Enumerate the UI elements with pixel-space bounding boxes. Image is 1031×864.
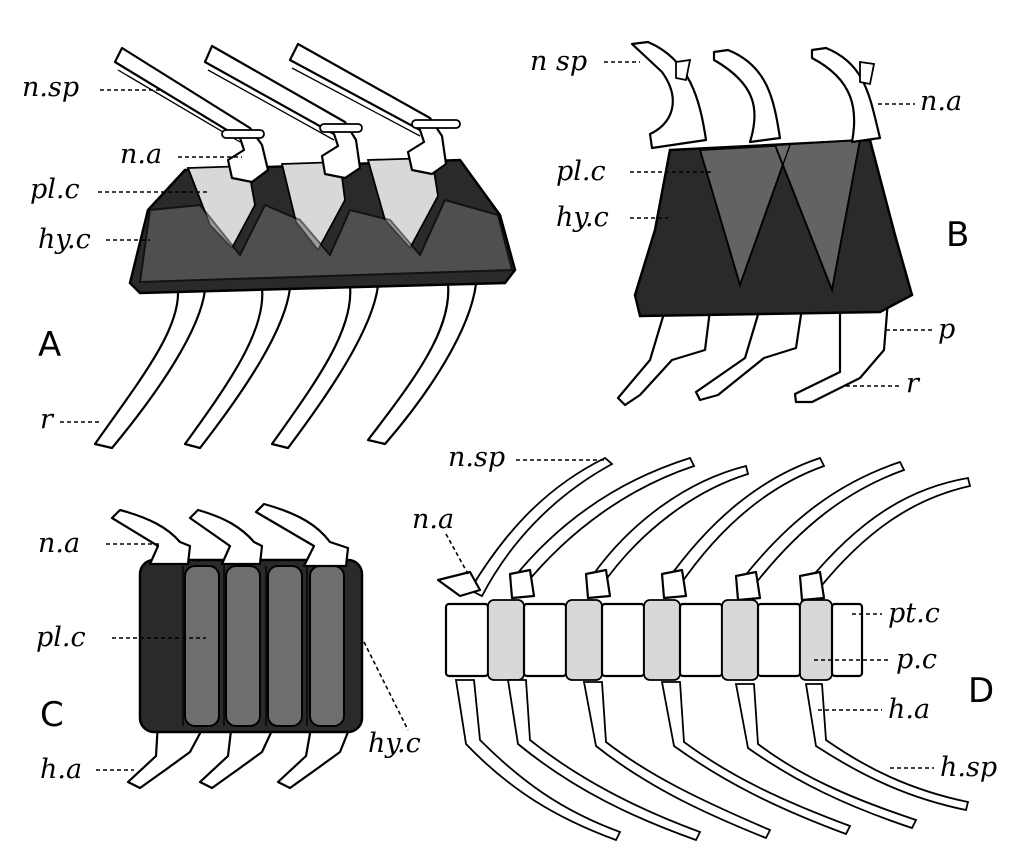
- panel-a-ribs: [95, 284, 476, 448]
- panel-d-letter: D: [968, 671, 994, 711]
- panel-c-label-h-a: h.a: [40, 754, 82, 785]
- panel-b-label-p: p: [938, 314, 955, 345]
- panel-c-illustration: [112, 504, 362, 788]
- panel-d-label-pt-c: pt.c: [888, 598, 940, 629]
- panel-c-neural-spines: [112, 504, 348, 566]
- panel-b-neural-spines: [632, 42, 880, 148]
- panel-b-letter: B: [946, 215, 969, 255]
- panel-a-letter: A: [38, 325, 61, 365]
- panel-d-centra: [446, 600, 862, 680]
- panel-b-label-hy-c: hy.c: [556, 202, 609, 233]
- panel-d-illustration: [438, 458, 970, 840]
- panel-c-label-pl-c: pl.c: [36, 622, 86, 653]
- panel-a-label-pl-c: pl.c: [30, 174, 80, 205]
- panel-a-label-n-sp: n.sp: [22, 72, 79, 103]
- panel-c-label-hy-c: hy.c: [368, 728, 421, 759]
- panel-a-label-r: r: [40, 404, 55, 435]
- panel-d-label-p-c: p.c: [896, 644, 937, 675]
- panel-b-label-n-a: n.a: [920, 86, 962, 117]
- panel-d-label-h-a: h.a: [888, 694, 930, 725]
- panel-b-label-r: r: [906, 368, 921, 399]
- panel-c-label-n-a: n.a: [38, 528, 80, 559]
- panel-b-illustration: [618, 42, 912, 405]
- panel-d-neural-arches: [438, 570, 824, 600]
- panel-d-label-n-a: n.a: [412, 504, 454, 535]
- panel-a-label-hy-c: hy.c: [38, 224, 91, 255]
- panel-d-label-h-sp: h.sp: [940, 752, 997, 783]
- panel-b-label-n-sp: n sp: [530, 46, 587, 77]
- panel-d-neural-spines: [470, 458, 970, 596]
- panel-d-label-n-sp: n.sp: [448, 442, 505, 473]
- panel-b-label-pl-c: pl.c: [556, 156, 606, 187]
- panel-c-letter: C: [40, 695, 64, 735]
- panel-a-illustration: [95, 44, 515, 448]
- panel-a-label-n-a: n.a: [120, 139, 162, 170]
